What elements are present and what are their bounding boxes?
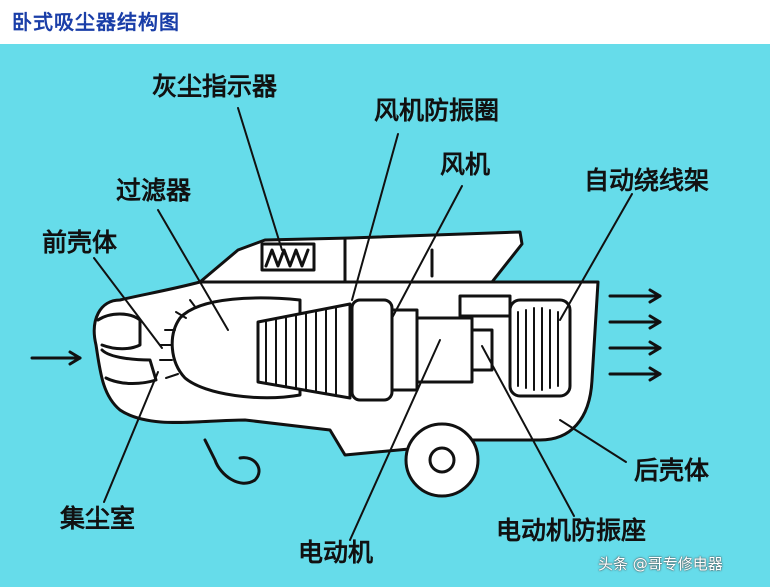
leader-rear-shell [559, 419, 627, 463]
label-motor: 电动机 [298, 538, 374, 567]
top-housing [198, 230, 524, 284]
label-dust-chamber: 集尘室 [60, 504, 136, 533]
hose-hook [203, 438, 261, 485]
outflow-arrows [608, 288, 662, 382]
leader-front-shell [93, 257, 163, 349]
label-filter: 过滤器 [116, 176, 192, 205]
label-front-shell: 前壳体 [42, 228, 118, 257]
leader-dust-indicator [237, 107, 283, 251]
leader-auto-cord-reel [559, 193, 633, 321]
label-auto-cord-reel: 自动绕线架 [584, 166, 710, 195]
inflow-arrow [30, 350, 82, 366]
label-dust-indicator: 灰尘指示器 [152, 72, 278, 101]
leader-filter [157, 209, 229, 331]
diagram-title: 卧式吸尘器结构图 [12, 10, 180, 34]
label-fan-vibration-ring: 风机防振圈 [374, 96, 500, 125]
leader-fan [391, 185, 463, 319]
label-rear-shell: 后壳体 [634, 456, 710, 485]
watermark: 头条 @哥专修电器 [598, 555, 723, 573]
front-inlet [96, 312, 142, 351]
fan-block [350, 298, 394, 402]
leader-fan-vibration-ring [351, 133, 399, 301]
label-motor-vibration-mount: 电动机防振座 [496, 516, 647, 545]
leader-motor-vibration-mount [481, 345, 575, 517]
label-fan: 风机 [440, 150, 491, 179]
leader-motor [349, 339, 441, 541]
dust-indicator-zigzag [264, 248, 310, 268]
leader-dust-chamber [103, 371, 159, 503]
